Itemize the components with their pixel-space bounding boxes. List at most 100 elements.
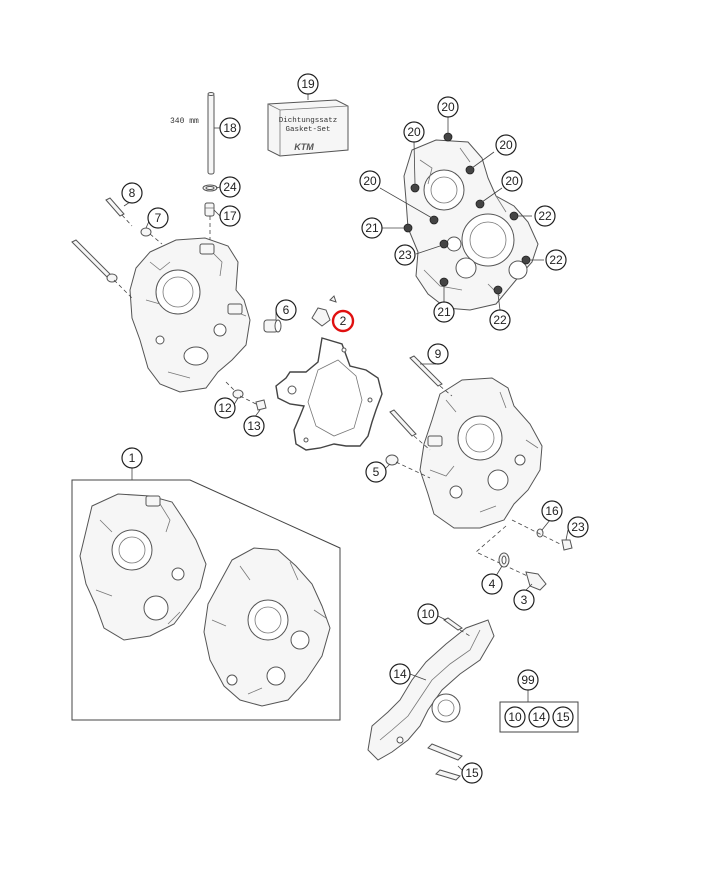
svg-text:6: 6	[283, 303, 290, 317]
callout-22-lower[interactable]: 22	[489, 309, 511, 331]
svg-text:9: 9	[435, 347, 442, 361]
dowel-pin[interactable]	[389, 409, 431, 451]
svg-text:15: 15	[556, 710, 570, 724]
svg-text:23: 23	[398, 248, 412, 262]
brand-logo: KTM	[294, 142, 314, 152]
callout-3[interactable]: 3	[513, 589, 535, 611]
callout-20-top[interactable]: 20	[437, 96, 459, 118]
callout-15[interactable]: 15	[461, 762, 483, 784]
callout-kit-14[interactable]: 14	[528, 706, 550, 728]
sprocket-cover[interactable]	[367, 619, 495, 761]
screw-10[interactable]	[443, 617, 471, 637]
callout-23-upper[interactable]: 23	[394, 244, 416, 266]
svg-text:1: 1	[129, 451, 136, 465]
callout-22-middle[interactable]: 22	[545, 249, 567, 271]
callout-4[interactable]: 4	[481, 573, 503, 595]
long-bolt[interactable]	[71, 239, 133, 299]
callout-2[interactable]: 2	[331, 309, 355, 333]
sleeve-5[interactable]	[385, 454, 431, 479]
svg-text:12: 12	[218, 401, 232, 415]
callout-12[interactable]: 12	[214, 397, 236, 419]
right-crankcase-half[interactable]	[419, 377, 543, 529]
length-label: 340 mm	[170, 117, 199, 126]
svg-text:7: 7	[155, 211, 162, 225]
callout-18[interactable]: 18	[219, 117, 241, 139]
svg-text:20: 20	[499, 138, 513, 152]
washer-16[interactable]	[536, 528, 544, 538]
callout-23-lower[interactable]: 23	[567, 516, 589, 538]
seal-ring-4[interactable]	[498, 552, 510, 568]
svg-text:22: 22	[538, 209, 552, 223]
callout-20-mid-left[interactable]: 20	[359, 170, 381, 192]
svg-text:20: 20	[363, 174, 377, 188]
crankcase-gasket[interactable]	[275, 337, 383, 451]
bolt-8[interactable]	[105, 197, 133, 227]
svg-text:16: 16	[545, 504, 559, 518]
dowel-sleeve-7[interactable]	[140, 227, 163, 245]
svg-text:21: 21	[437, 305, 451, 319]
callout-17[interactable]: 17	[219, 205, 241, 227]
svg-text:22: 22	[493, 313, 507, 327]
rod-part[interactable]	[207, 92, 215, 175]
svg-text:24: 24	[223, 180, 237, 194]
screw-23[interactable]	[561, 539, 573, 551]
svg-text:14: 14	[532, 710, 546, 724]
callout-13[interactable]: 13	[243, 415, 265, 437]
callout-20-right[interactable]: 20	[495, 134, 517, 156]
svg-text:18: 18	[223, 121, 237, 135]
screw-15a[interactable]	[427, 743, 463, 761]
callout-16[interactable]: 16	[541, 500, 563, 522]
callout-21-upper[interactable]: 21	[361, 217, 383, 239]
gasket-set-label-en: Gasket-Set	[285, 126, 330, 134]
crankcase-assembly-box[interactable]	[71, 479, 341, 721]
callout-10[interactable]: 10	[417, 603, 439, 625]
svg-text:8: 8	[129, 186, 136, 200]
svg-text:23: 23	[571, 520, 585, 534]
callout-20-left[interactable]: 20	[403, 121, 425, 143]
callout-14[interactable]: 14	[389, 663, 411, 685]
left-crankcase-half[interactable]	[129, 237, 251, 393]
callout-5[interactable]: 5	[365, 461, 387, 483]
svg-text:17: 17	[223, 209, 237, 223]
svg-text:15: 15	[465, 766, 479, 780]
svg-text:20: 20	[505, 174, 519, 188]
svg-text:20: 20	[407, 125, 421, 139]
o-ring-part[interactable]	[202, 184, 218, 192]
svg-text:2: 2	[340, 314, 347, 328]
callout-kit-10[interactable]: 10	[504, 706, 526, 728]
nozzle-part[interactable]	[204, 202, 215, 256]
callout-6[interactable]: 6	[275, 299, 297, 321]
svg-text:21: 21	[365, 221, 379, 235]
svg-text:99: 99	[521, 673, 535, 687]
svg-text:20: 20	[441, 100, 455, 114]
screw-kit-box[interactable]	[499, 690, 579, 733]
callout-7[interactable]: 7	[147, 207, 169, 229]
callout-24[interactable]: 24	[219, 176, 241, 198]
svg-text:5: 5	[373, 465, 380, 479]
seal-12[interactable]	[225, 381, 244, 399]
svg-text:19: 19	[301, 77, 315, 91]
callout-9[interactable]: 9	[427, 343, 449, 365]
callout-21-lower[interactable]: 21	[433, 301, 455, 323]
callout-8[interactable]: 8	[121, 182, 143, 204]
callout-kit-15[interactable]: 15	[552, 706, 574, 728]
svg-text:10: 10	[508, 710, 522, 724]
callout-1[interactable]: 1	[121, 447, 143, 469]
callout-99[interactable]: 99	[517, 669, 539, 691]
gasket-set-box[interactable]: Dichtungssatz Gasket-Set KTM	[267, 99, 349, 157]
svg-text:14: 14	[393, 667, 407, 681]
svg-text:3: 3	[521, 593, 528, 607]
callout-22-upper[interactable]: 22	[534, 205, 556, 227]
callout-20-mid-right[interactable]: 20	[501, 170, 523, 192]
svg-text:10: 10	[421, 607, 435, 621]
right-crankcase-inner-view[interactable]	[403, 132, 539, 311]
bushing-6[interactable]	[263, 319, 282, 333]
screw-13[interactable]	[239, 395, 267, 411]
gasket-set-label-de: Dichtungssatz	[279, 117, 338, 125]
bolt-9[interactable]	[409, 355, 453, 397]
svg-text:4: 4	[489, 577, 496, 591]
callout-19[interactable]: 19	[297, 73, 319, 95]
screw-15b[interactable]	[435, 769, 461, 781]
small-clip[interactable]	[311, 295, 337, 327]
